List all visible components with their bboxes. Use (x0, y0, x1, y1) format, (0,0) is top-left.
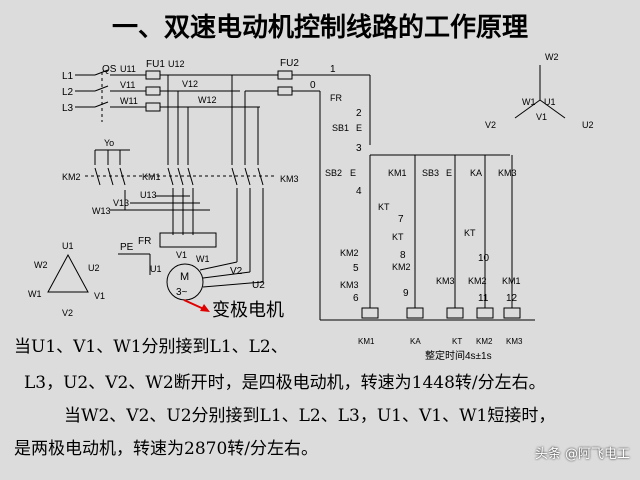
coil-km3: KM3 (506, 337, 523, 346)
label-delta-v1: V1 (94, 291, 105, 301)
label-e-sb2: E (350, 168, 356, 178)
label-l2: L2 (62, 87, 74, 98)
label-fr-control: FR (330, 93, 342, 103)
coil-ka: KA (410, 337, 421, 346)
power-circuit: L1 L2 L3 QS U11 V11 W11 FU1 U12 V12 W12 (62, 59, 299, 321)
label-kt-2: KT (392, 232, 404, 242)
paragraph-line-2: L3，U2、V2、W2断开时，是四极电动机，转速为1448转/分左右。 (24, 373, 546, 393)
delta-winding-diagram: U1 W2 U2 W1 V1 V2 (28, 241, 105, 318)
coil-kt: KT (452, 337, 462, 346)
label-yo: Yo (104, 138, 114, 148)
label-v2-motor: V2 (230, 266, 243, 277)
node-1: 1 (330, 64, 336, 75)
node-10: 10 (478, 253, 490, 264)
paragraph-line-4: 是两极电动机，转速为2870转/分左右。 (14, 439, 318, 459)
label-l3: L3 (62, 103, 74, 114)
label-pe: PE (120, 242, 134, 253)
label-v1-motor: V1 (176, 250, 187, 260)
label-l1: L1 (62, 71, 74, 82)
node-3: 3 (356, 143, 362, 154)
paragraph-line-3: 当W2、V2、U2分别接到L1、L2、L3，U1、V1、W1短接时， (64, 406, 555, 426)
node-7: 7 (398, 214, 404, 225)
node-9: 9 (403, 288, 409, 299)
node-0: 0 (310, 80, 316, 91)
label-w13: W13 (92, 206, 111, 216)
label-star-u1: U1 (544, 97, 556, 107)
label-fr-main: FR (138, 236, 151, 247)
label-v11: V11 (120, 80, 135, 90)
label-ka-aux: KA (470, 168, 482, 178)
label-km1-aux2: KM1 (502, 276, 521, 286)
label-kt-1: KT (378, 202, 390, 212)
label-w1-motor: W1 (196, 254, 210, 264)
label-star-w2: W2 (545, 52, 559, 62)
label-star-w1: W1 (522, 97, 536, 107)
label-u12: U12 (168, 59, 185, 69)
label-e-sb1: E (356, 123, 362, 133)
label-kt-3: KT (464, 228, 476, 238)
label-km2-aux3: KM2 (468, 276, 487, 286)
label-e-sb3: E (446, 168, 452, 178)
label-sb2: SB2 (325, 168, 342, 178)
label-km1-aux: KM1 (388, 168, 407, 178)
label-u2-motor: U2 (252, 280, 265, 291)
label-v13: V13 (113, 198, 129, 208)
label-km3-aux1: KM3 (340, 280, 359, 290)
label-km2-main: KM2 (62, 172, 81, 182)
page-title: 一、双速电动机控制线路的工作原理 (112, 12, 528, 43)
motor-label-3phase: 3~ (176, 287, 188, 298)
label-fu2: FU2 (280, 58, 299, 69)
node-6: 6 (353, 293, 359, 304)
star-winding-diagram: W2 U1 W1 V2 V1 U2 (485, 52, 594, 130)
motor-note: 变极电机 (212, 300, 284, 321)
label-sb1: SB1 (332, 123, 349, 133)
label-star-u2: U2 (582, 120, 594, 130)
label-u13: U13 (140, 190, 157, 200)
label-sb3: SB3 (422, 168, 439, 178)
label-km3-aux: KM3 (498, 168, 517, 178)
coil-km1: KM1 (358, 337, 375, 346)
coil-km2: KM2 (476, 337, 493, 346)
node-8: 8 (400, 250, 406, 261)
label-delta-w2: W2 (34, 260, 48, 270)
label-qs: QS (102, 64, 117, 75)
watermark: 头条 @阿飞电工 (534, 447, 630, 462)
label-km1-main: KM1 (142, 172, 161, 182)
label-delta-u2: U2 (88, 263, 100, 273)
control-circuit: FU2 1 0 FR 2 SB1 E 3 SB2 E 4 KM1 SB3 E K… (232, 58, 535, 362)
label-km2-aux1: KM2 (340, 248, 359, 258)
label-w11: W11 (120, 96, 138, 106)
label-star-v1: V1 (536, 112, 547, 122)
node-11: 11 (478, 293, 489, 304)
arrow-icon (200, 304, 210, 312)
node-2: 2 (356, 108, 362, 119)
timing-note: 整定时间4s±1s (425, 349, 492, 362)
label-delta-u1: U1 (62, 241, 74, 251)
label-km3-aux2: KM3 (436, 276, 455, 286)
label-u1-motor: U1 (150, 264, 162, 274)
label-star-v2: V2 (485, 120, 496, 130)
label-km2-aux2: KM2 (392, 262, 411, 272)
paragraph-line-1: 当U1、V1、W1分别接到L1、L2、 (14, 337, 288, 357)
label-u11: U11 (120, 64, 136, 74)
node-4: 4 (356, 186, 362, 197)
label-delta-v2: V2 (62, 308, 73, 318)
label-w12: W12 (198, 95, 217, 105)
label-delta-w1: W1 (28, 289, 42, 299)
motor-label-m: M (180, 271, 189, 283)
label-km3-main: KM3 (280, 174, 299, 184)
label-v12: V12 (182, 79, 198, 89)
node-5: 5 (353, 263, 359, 274)
label-fu1: FU1 (146, 59, 165, 70)
